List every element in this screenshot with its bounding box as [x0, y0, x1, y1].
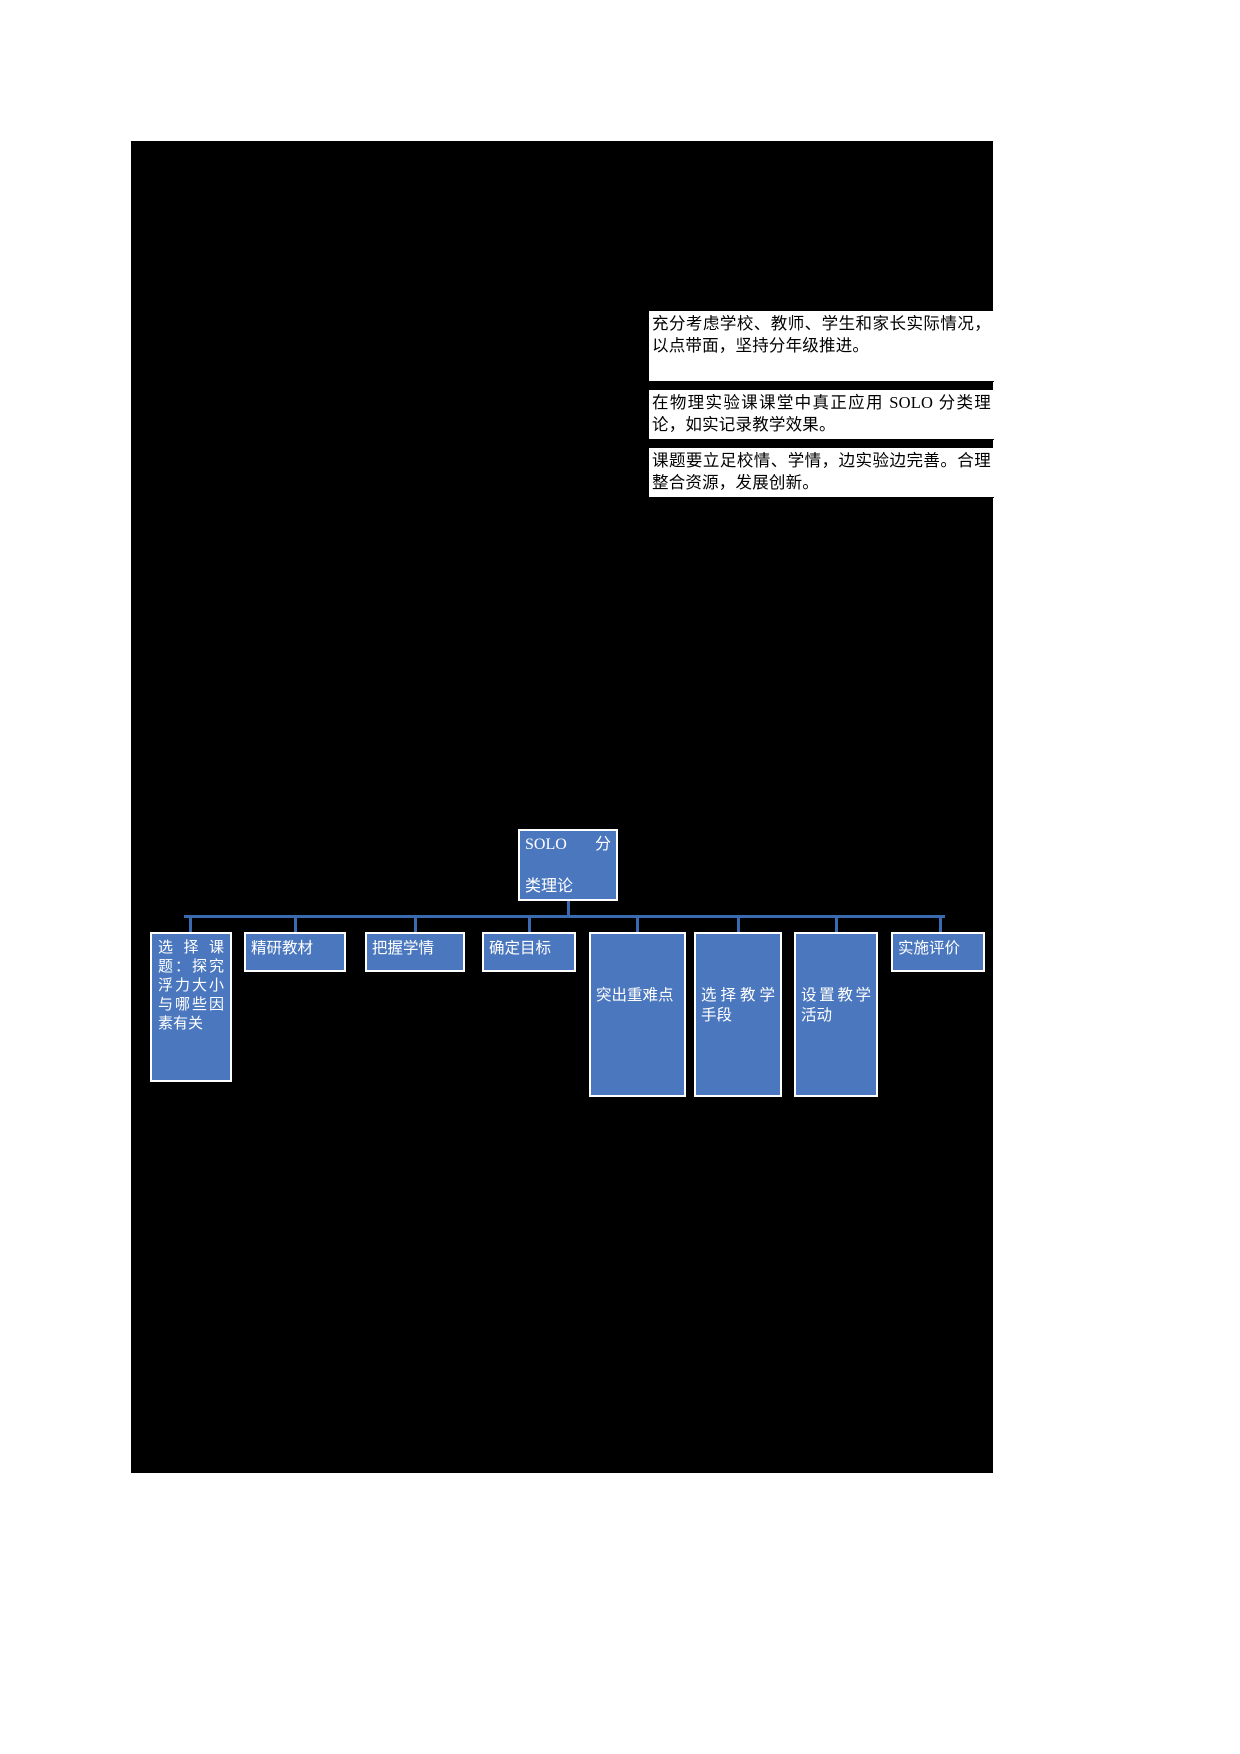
root-node-line1: SOLO 分	[525, 836, 611, 853]
connector-drop	[939, 918, 942, 932]
connector-bus	[184, 915, 945, 918]
flowchart-node-textbook-label: 精研教材	[251, 940, 314, 957]
flowchart-node-method[interactable]: 选择教学手段	[694, 932, 782, 1097]
flowchart-node-keypoint-label-wrap: 突出重难点	[596, 986, 679, 1006]
connector-drop	[189, 918, 192, 932]
flowchart-node-topic[interactable]: 选择课题：探究浮力大小与哪些因素有关	[150, 932, 232, 1082]
connector-drop	[414, 918, 417, 932]
note-box: 充分考虑学校、教师、学生和家长实际情况，以点带面，坚持分年级推进。	[649, 311, 994, 382]
flowchart-node-student[interactable]: 把握学情	[365, 932, 465, 972]
flowchart-node-activity-label: 设置教学活动	[801, 987, 871, 1025]
flowchart-node-activity-label-wrap: 设置教学活动	[801, 986, 871, 1026]
flowchart-node-keypoint[interactable]: 突出重难点	[589, 932, 686, 1097]
flowchart-node-goal-label: 确定目标	[489, 940, 552, 957]
note-box: 课题要立足校情、学情，边实验边完善。合理整合资源，发展创新。	[649, 448, 994, 498]
root-node-line2: 类理论	[525, 877, 574, 895]
flowchart-node-textbook[interactable]: 精研教材	[244, 932, 346, 972]
flowchart-node-student-label: 把握学情	[372, 940, 435, 957]
flowchart-node-evaluate[interactable]: 实施评价	[891, 932, 985, 972]
connector-drop	[835, 918, 838, 932]
flowchart-node-root[interactable]: SOLO 分 类理论	[518, 829, 618, 901]
flowchart-node-evaluate-label: 实施评价	[898, 940, 961, 957]
flowchart-node-goal[interactable]: 确定目标	[482, 932, 576, 972]
note-box: 在物理实验课课堂中真正应用 SOLO 分类理论，如实记录教学效果。	[649, 390, 994, 440]
flowchart-node-method-label-wrap: 选择教学手段	[701, 986, 775, 1026]
connector-stem	[567, 901, 570, 916]
connector-drop	[294, 918, 297, 932]
connector-drop	[528, 918, 531, 932]
flowchart: SOLO 分 类理论 选择课题：探究浮力大小与哪些因素有关 精研教材 把握学情 …	[131, 820, 993, 1120]
flowchart-node-activity[interactable]: 设置教学活动	[794, 932, 878, 1097]
flowchart-node-method-label: 选择教学手段	[701, 987, 775, 1025]
flowchart-node-keypoint-label: 突出重难点	[596, 987, 674, 1004]
connector-drop	[636, 918, 639, 932]
connector-drop	[737, 918, 740, 932]
flowchart-node-topic-label: 选择课题：探究浮力大小与哪些因素有关	[158, 940, 224, 1032]
notes-column: 充分考虑学校、教师、学生和家长实际情况，以点带面，坚持分年级推进。 在物理实验课…	[649, 311, 994, 498]
